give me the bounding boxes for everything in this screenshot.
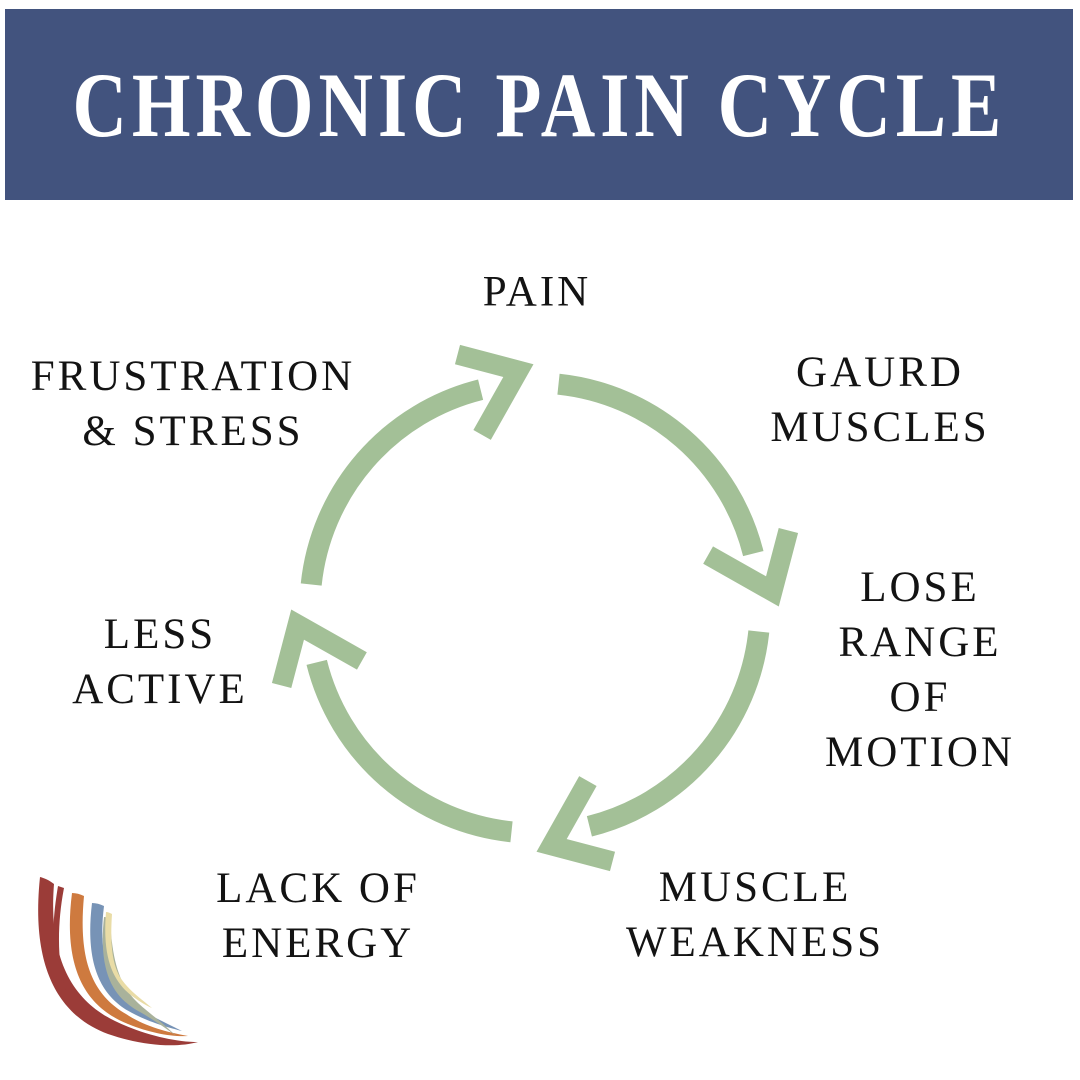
logo-stroke-cream	[105, 912, 152, 1008]
logo-stroke-maroon	[38, 877, 198, 1046]
page-title: CHRONIC PAIN CYCLE	[72, 53, 1006, 156]
cycle-arc-bottom-right	[586, 630, 770, 837]
cycle-label-lose-range-of-motion: LOSE RANGE OF MOTION	[825, 563, 1015, 777]
cycle-label-lack-of-energy: LACK OF ENERGY	[216, 864, 420, 967]
logo-stroke-orange	[69, 893, 188, 1037]
cycle-arc-top-right	[557, 373, 764, 557]
arrowhead-left-icon	[271, 609, 367, 689]
header-banner: CHRONIC PAIN CYCLE	[5, 9, 1073, 200]
cycle-arc-bottom-left	[306, 659, 513, 843]
logo-stroke-maroon-accent	[53, 886, 66, 990]
cycle-label-less-active: LESS ACTIVE	[72, 610, 248, 713]
logo-stroke-blue	[90, 903, 182, 1031]
cycle-label-muscle-weakness: MUSCLE WEAKNESS	[625, 863, 885, 966]
arrowhead-top-icon	[454, 344, 534, 440]
cycle-label-frustration-stress: FRUSTRATION & STRESS	[30, 352, 356, 455]
logo-stroke-sage	[102, 917, 176, 1036]
brush-stroke-swoosh-logo	[38, 877, 198, 1046]
arrowhead-right-icon	[703, 527, 799, 607]
cycle-label-gaurd-muscles: GAURD MUSCLES	[770, 348, 990, 451]
cycle-arc-top-left	[300, 379, 484, 586]
arrowhead-bottom-icon	[536, 776, 616, 872]
cycle-label-pain: PAIN	[482, 268, 592, 316]
